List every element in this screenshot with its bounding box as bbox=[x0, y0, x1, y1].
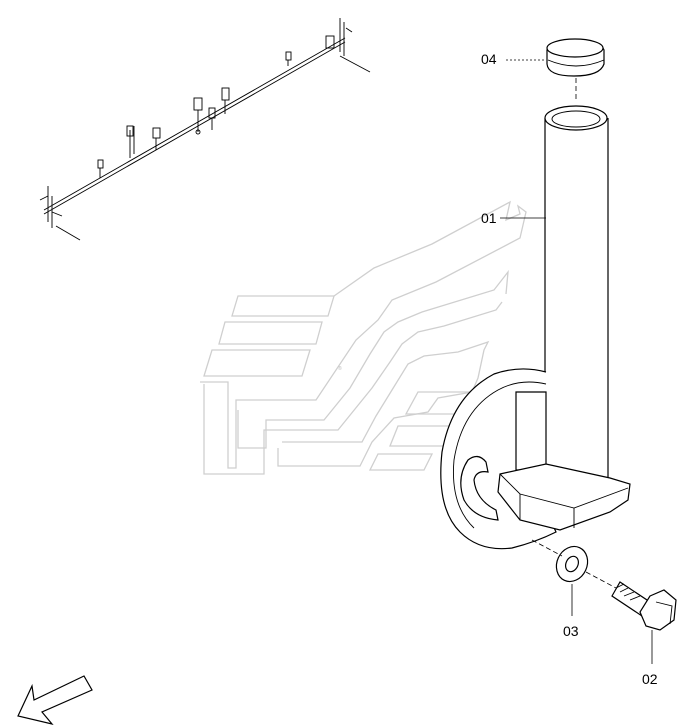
callout-leader-lines bbox=[500, 59, 653, 664]
callout-04: 04 bbox=[481, 51, 497, 67]
part-02-bolt bbox=[611, 581, 677, 631]
vehicle-overview-sketch bbox=[39, 18, 371, 241]
callout-02: 02 bbox=[642, 671, 658, 687]
svg-text:®: ® bbox=[338, 365, 342, 372]
assembly-axis-lines bbox=[531, 78, 617, 589]
callout-03: 03 bbox=[563, 623, 579, 639]
hitch-assembly bbox=[440, 368, 631, 550]
arrow-down-left-icon bbox=[17, 675, 93, 725]
part-04-cap bbox=[546, 38, 605, 77]
part-03-washer bbox=[555, 545, 589, 583]
callout-01: 01 bbox=[481, 210, 497, 226]
manufacturer-logo-icon: ® bbox=[200, 200, 527, 475]
part-01-tube bbox=[544, 105, 609, 508]
